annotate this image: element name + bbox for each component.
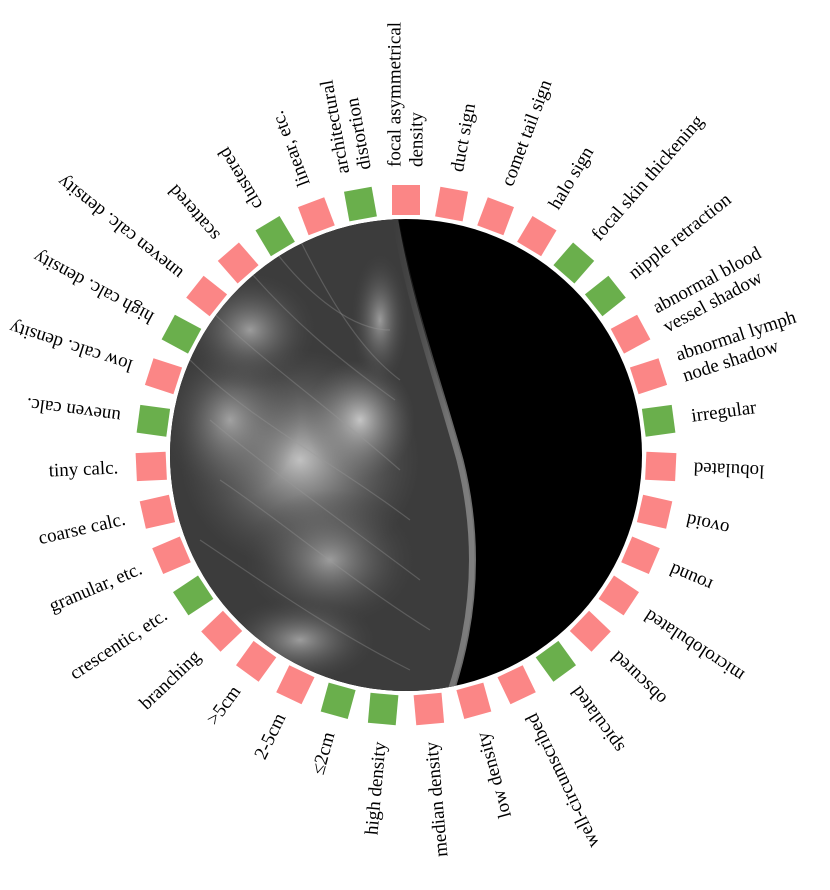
attribute-label: coarse calc. — [36, 509, 127, 549]
attribute-label-group: spiculated — [567, 681, 630, 756]
attribute-label-group: tiny calc. — [48, 457, 119, 481]
attribute-label: halo sign — [545, 143, 599, 214]
attribute-label: scattered — [164, 180, 225, 245]
marker-23-present — [173, 575, 214, 616]
marker-34-present — [344, 186, 377, 222]
marker-4-present — [553, 242, 595, 284]
attribute-label: linear, etc. — [267, 108, 314, 189]
attribute-label-group: scattered — [164, 180, 225, 245]
attribute-label-group: halo sign — [545, 143, 599, 214]
attribute-label: crescentic, etc. — [66, 605, 171, 684]
attribute-label: density — [407, 112, 428, 167]
marker-19-present — [320, 682, 356, 719]
marker-20-absent — [276, 665, 315, 705]
attribute-label: lobulated — [693, 457, 765, 481]
attribute-label: comet tail sign — [497, 77, 556, 190]
attribute-label: branching — [136, 646, 206, 714]
marker-27-present — [136, 404, 171, 437]
attribute-label: uneven calc. — [25, 393, 122, 427]
attribute-label: high density — [361, 740, 390, 835]
marker-16-absent — [456, 682, 492, 719]
attribute-label-group: lobulated — [693, 457, 765, 481]
marker-6-absent — [610, 314, 651, 354]
marker-8-present — [641, 404, 676, 437]
attribute-label-group: coarse calc. — [36, 509, 127, 549]
attribute-label-group: 2-5cm — [250, 710, 290, 763]
marker-22-absent — [201, 610, 243, 652]
marker-33-absent — [298, 197, 335, 236]
marker-26-absent — [135, 451, 167, 482]
attribute-label-group: crescentic, etc. — [66, 605, 171, 684]
attribute-label: duct sign — [447, 101, 480, 173]
attribute-label: irregular — [690, 397, 758, 427]
attribute-label: ≤2cm — [308, 730, 340, 777]
attribute-label-group: microlobulated — [640, 605, 748, 686]
attribute-label-group: comet tail sign — [497, 77, 556, 190]
marker-7-absent — [629, 358, 668, 395]
attribute-label-group: well-circumscribed — [521, 709, 604, 851]
marker-25-absent — [139, 494, 176, 529]
attribute-label: low calc. density — [6, 316, 135, 376]
attribute-label: microlobulated — [640, 605, 748, 686]
marker-2-absent — [477, 197, 514, 236]
marker-15-absent — [497, 665, 536, 705]
attribute-label: focal asymmetrical — [385, 22, 406, 167]
marker-24-absent — [152, 536, 191, 574]
attribute-label-group: ≤2cm — [308, 730, 340, 777]
attribute-label: median density — [421, 740, 452, 857]
marker-1-absent — [435, 186, 468, 222]
attribute-label-group: linear, etc. — [267, 108, 314, 189]
attribute-label: tiny calc. — [48, 457, 119, 481]
marker-21-absent — [236, 640, 277, 682]
marker-14-present — [535, 640, 576, 682]
attribute-label-group: low calc. density — [6, 316, 135, 376]
attribute-label-group: duct sign — [447, 101, 480, 173]
marker-31-absent — [217, 242, 259, 284]
attribute-label-group: clustered — [214, 143, 267, 213]
marker-30-absent — [186, 275, 228, 317]
attribute-label: round — [666, 558, 715, 595]
marker-9-absent — [645, 451, 677, 482]
marker-12-absent — [598, 575, 639, 616]
marker-17-absent — [413, 692, 445, 726]
marker-28-absent — [144, 358, 183, 395]
attribute-label-group: obscured — [607, 646, 671, 709]
mammogram-image — [170, 219, 642, 691]
marker-0-absent — [392, 185, 420, 215]
marker-3-absent — [517, 216, 557, 257]
marker-11-absent — [621, 536, 660, 574]
attribute-label: low density — [472, 729, 516, 820]
attribute-label-group: high calc. density — [29, 246, 157, 328]
attribute-label: well-circumscribed — [521, 709, 604, 851]
attribute-label-group: high density — [361, 740, 390, 835]
attribute-label: clustered — [214, 143, 267, 213]
marker-29-present — [161, 314, 202, 354]
attribute-label: ovoid — [684, 509, 731, 539]
attribute-label-group: uneven calc. — [25, 393, 122, 427]
attribute-label-group: branching — [136, 646, 206, 714]
marker-32-present — [255, 216, 295, 257]
marker-18-present — [367, 692, 399, 726]
marker-5-present — [584, 275, 626, 317]
marker-10-absent — [636, 494, 673, 529]
attribute-label-group: round — [666, 558, 715, 595]
attribute-label: granular, etc. — [46, 559, 145, 617]
attribute-label: obscured — [607, 646, 671, 709]
attribute-label: 2-5cm — [250, 710, 290, 763]
attribute-label: spiculated — [567, 681, 630, 756]
marker-13-absent — [569, 610, 611, 652]
attribute-label-group: low density — [472, 729, 516, 820]
attribute-markers — [135, 185, 677, 726]
attribute-label: high calc. density — [29, 246, 157, 328]
attribute-label-group: irregular — [690, 397, 758, 427]
attribute-label-group: ovoid — [684, 509, 731, 539]
attribute-label-group: median density — [421, 740, 452, 857]
attribute-label-group: >5cm — [203, 682, 246, 730]
attribute-label-group: granular, etc. — [46, 559, 145, 617]
attribute-label: >5cm — [203, 682, 246, 730]
